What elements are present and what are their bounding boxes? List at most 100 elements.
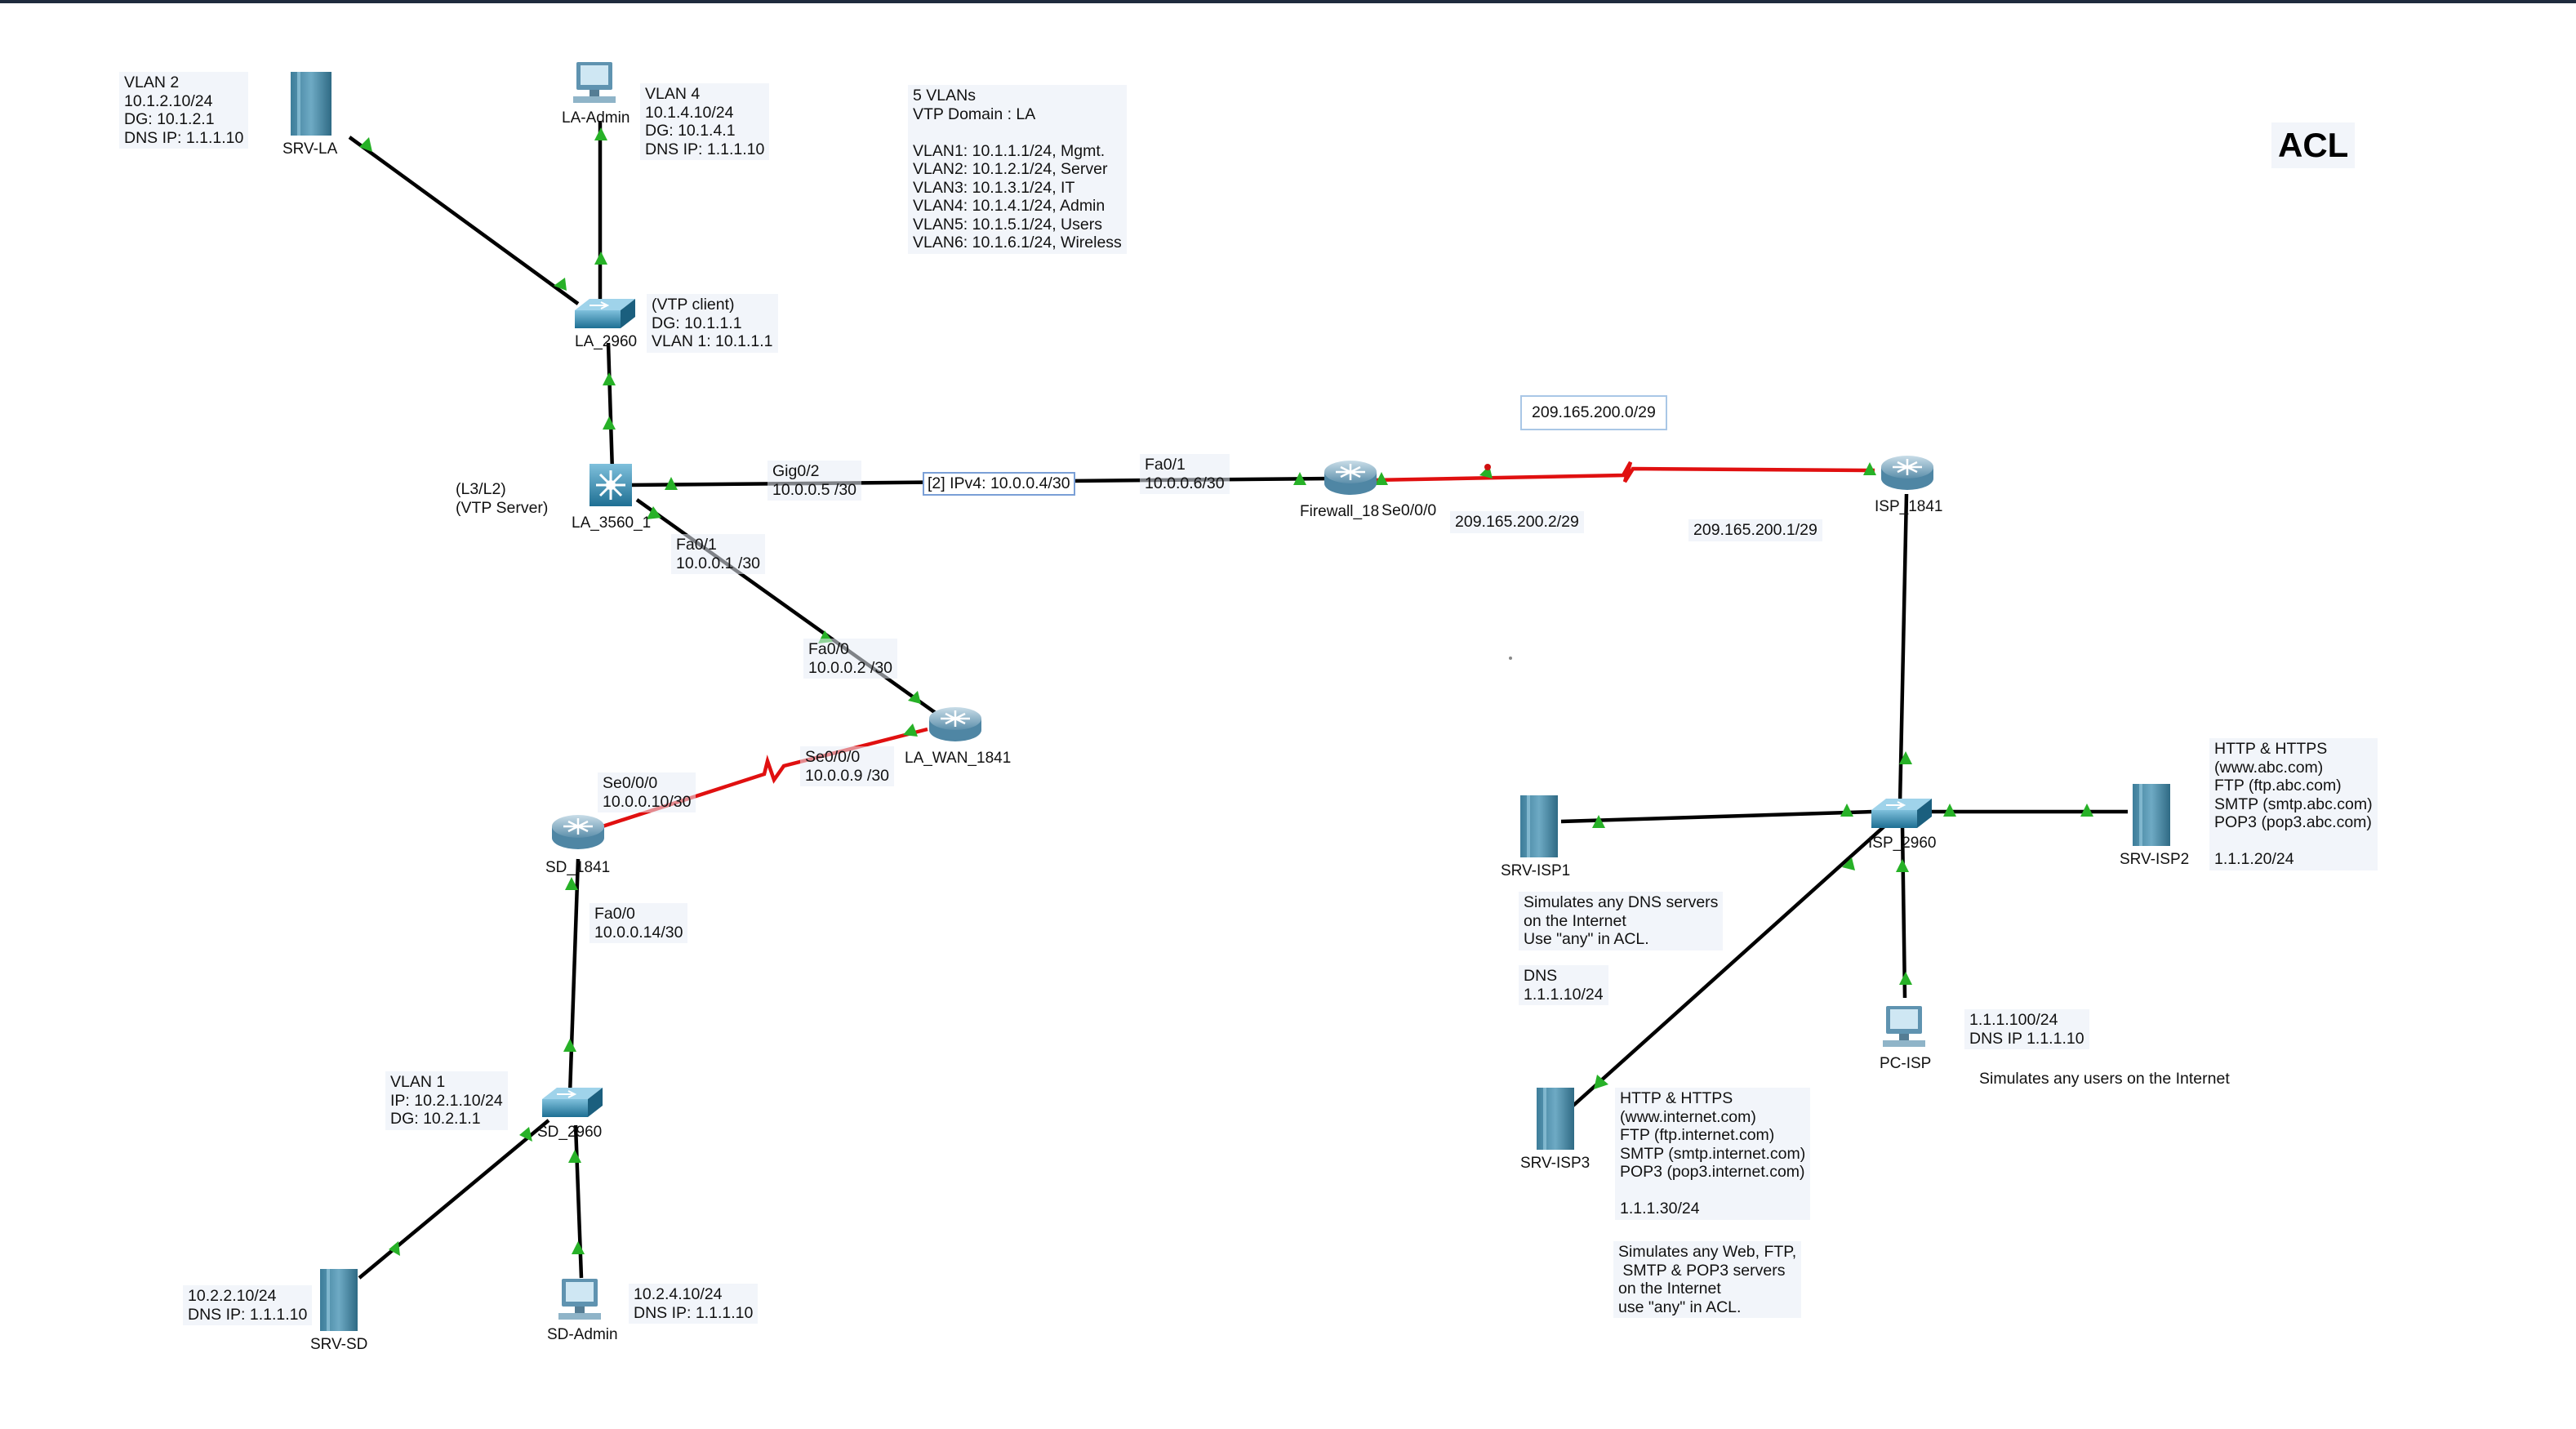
note-la-admin: VLAN 4 10.1.4.10/24 DG: 10.1.4.1 DNS IP:… bbox=[640, 83, 770, 160]
device-label-isp-2960: ISP_2960 bbox=[1868, 835, 1936, 852]
port-up-icon bbox=[903, 723, 918, 737]
note-la-2960: (VTP client) DG: 10.1.1.1 VLAN 1: 10.1.1… bbox=[647, 294, 778, 353]
device-label-la-3560: LA_3560_1 bbox=[572, 514, 651, 532]
device-label-isp-1841: ISP_1841 bbox=[1875, 498, 1942, 515]
pc-icon[interactable] bbox=[1883, 1006, 1925, 1047]
link-srvla-la2960[interactable] bbox=[348, 136, 580, 305]
pc-icon[interactable] bbox=[558, 1279, 601, 1320]
router-icon[interactable] bbox=[929, 707, 981, 741]
label-fw-se: Se0/0/0 bbox=[1381, 501, 1437, 519]
router-icon[interactable] bbox=[552, 815, 604, 849]
label-se000-sd: Se0/0/0 10.0.0.10/30 bbox=[598, 772, 696, 812]
port-up-icon bbox=[1592, 815, 1605, 828]
link-la2960-la3560[interactable] bbox=[606, 342, 615, 473]
serial-links bbox=[602, 461, 1875, 829]
note-srv-isp1: Simulates any DNS servers on the Interne… bbox=[1519, 892, 1724, 950]
device-label-firewall: Firewall_18 bbox=[1300, 503, 1379, 520]
port-up-icon bbox=[665, 477, 678, 490]
router-icon[interactable] bbox=[1881, 456, 1933, 490]
server-icon[interactable] bbox=[1537, 1088, 1574, 1150]
device-label-srv-la: SRV-LA bbox=[283, 140, 338, 158]
link-isp1841-isp2960[interactable] bbox=[1898, 493, 1909, 805]
server-icon[interactable] bbox=[320, 1269, 358, 1331]
switch-icon[interactable] bbox=[542, 1088, 603, 1117]
port-up-icon bbox=[563, 1039, 576, 1052]
server-icon[interactable] bbox=[291, 72, 331, 136]
link-sd1841-sd2960[interactable] bbox=[567, 858, 581, 1095]
stray-dot bbox=[1509, 657, 1512, 660]
device-label-la-wan: LA_WAN_1841 bbox=[905, 750, 1011, 767]
label-se000-wan: Se0/0/0 10.0.0.9 /30 bbox=[800, 746, 895, 786]
port-up-icon bbox=[359, 137, 372, 152]
device-label-srv-isp3: SRV-ISP3 bbox=[1520, 1155, 1590, 1172]
note-pc-isp: 1.1.1.100/24 DNS IP 1.1.1.10 bbox=[1964, 1009, 2089, 1049]
note-srv-isp3: HTTP & HTTPS (www.internet.com) FTP (ftp… bbox=[1615, 1088, 1811, 1220]
port-up-icon bbox=[594, 252, 607, 265]
port-up-icon bbox=[908, 691, 921, 704]
port-up-icon bbox=[519, 1127, 532, 1142]
port-up-icon bbox=[603, 372, 616, 385]
switch-icon[interactable] bbox=[1871, 799, 1932, 828]
note-pc-isp-sim: Simulates any users on the Internet bbox=[1979, 1070, 2230, 1088]
port-up-icon bbox=[389, 1241, 400, 1256]
port-up-icon bbox=[1863, 462, 1876, 475]
multilayer-switch-icon[interactable] bbox=[589, 464, 632, 506]
port-up-icon bbox=[1943, 804, 1956, 817]
server-icon[interactable] bbox=[2133, 784, 2170, 846]
label-ipv4-tag: [2] IPv4: 10.0.0.4/30 bbox=[923, 472, 1075, 496]
port-up-icon bbox=[554, 278, 567, 291]
port-up-icon bbox=[1594, 1075, 1608, 1089]
server-icon[interactable] bbox=[1520, 795, 1558, 857]
device-label-pc-isp: PC-ISP bbox=[1880, 1055, 1931, 1072]
port-up-icon bbox=[594, 127, 607, 140]
link-isp2960-srvisp3[interactable] bbox=[1566, 823, 1888, 1112]
port-up-icon bbox=[2080, 804, 2093, 817]
link-isp2960-srvisp1[interactable] bbox=[1560, 809, 1874, 824]
link-sd2960-sdadmin[interactable] bbox=[573, 1124, 584, 1279]
port-up-icon bbox=[1899, 972, 1912, 985]
pc-icon[interactable] bbox=[573, 62, 616, 103]
device-label-sd-admin: SD-Admin bbox=[547, 1326, 618, 1343]
link-la3560-lawan[interactable] bbox=[635, 498, 941, 717]
device-label-srv-isp2: SRV-ISP2 bbox=[2120, 851, 2189, 868]
port-up-icon bbox=[1842, 857, 1855, 870]
device-label-srv-sd: SRV-SD bbox=[310, 1336, 367, 1353]
diagram-title: ACL bbox=[2271, 122, 2356, 168]
label-isp-ip: 209.165.200.1/29 bbox=[1688, 519, 1822, 541]
port-up-icon bbox=[572, 1241, 585, 1254]
label-isp-net: 209.165.200.0/29 bbox=[1520, 395, 1667, 430]
label-fa00-wan: Fa0/0 10.0.0.2 /30 bbox=[803, 639, 898, 679]
note-srv-isp2: HTTP & HTTPS (www.abc.com) FTP (ftp.abc.… bbox=[2209, 738, 2378, 870]
port-up-icon bbox=[1896, 859, 1909, 872]
label-gig02: Gig0/2 10.0.0.5 /30 bbox=[767, 461, 862, 501]
port-up-icon bbox=[568, 1150, 581, 1163]
links bbox=[348, 121, 2128, 1280]
port-up-icon bbox=[647, 506, 661, 519]
label-fa01-fw: Fa0/1 10.0.0.6/30 bbox=[1140, 454, 1230, 494]
port-up-icon bbox=[565, 877, 578, 890]
port-indicators bbox=[359, 127, 2093, 1256]
note-srv-la: VLAN 2 10.1.2.10/24 DG: 10.1.2.1 DNS IP:… bbox=[119, 72, 249, 149]
note-dns: DNS 1.1.1.10/24 bbox=[1519, 965, 1608, 1005]
device-label-srv-isp1: SRV-ISP1 bbox=[1501, 862, 1570, 879]
link-sd2960-srvsd[interactable] bbox=[358, 1119, 550, 1280]
label-fa01-la: Fa0/1 10.0.0.1 /30 bbox=[671, 534, 766, 574]
port-up-icon bbox=[603, 416, 616, 430]
device-label-sd-2960: SD_2960 bbox=[537, 1124, 602, 1141]
note-sd-admin: 10.2.4.10/24 DNS IP: 1.1.1.10 bbox=[629, 1284, 759, 1324]
port-up-icon bbox=[1840, 804, 1853, 817]
serial-firewall-isp[interactable] bbox=[1371, 461, 1875, 483]
device-label-la-2960: LA_2960 bbox=[575, 333, 637, 350]
port-up-icon bbox=[1375, 472, 1388, 485]
port-up-icon bbox=[1899, 751, 1912, 764]
router-icon[interactable] bbox=[1324, 461, 1377, 495]
link-isp2960-pcisp[interactable] bbox=[1900, 826, 1907, 999]
label-fw-ip: 209.165.200.2/29 bbox=[1450, 511, 1584, 533]
note-la-3560: (L3/L2) (VTP Server) bbox=[456, 480, 549, 517]
device-label-sd-1841: SD_1841 bbox=[545, 859, 610, 876]
note-srv-sd: 10.2.2.10/24 DNS IP: 1.1.1.10 bbox=[183, 1285, 313, 1325]
device-label-la-admin: LA-Admin bbox=[562, 109, 630, 127]
switch-icon[interactable] bbox=[575, 299, 635, 328]
note-vlans: 5 VLANs VTP Domain : LA VLAN1: 10.1.1.1/… bbox=[908, 85, 1127, 254]
